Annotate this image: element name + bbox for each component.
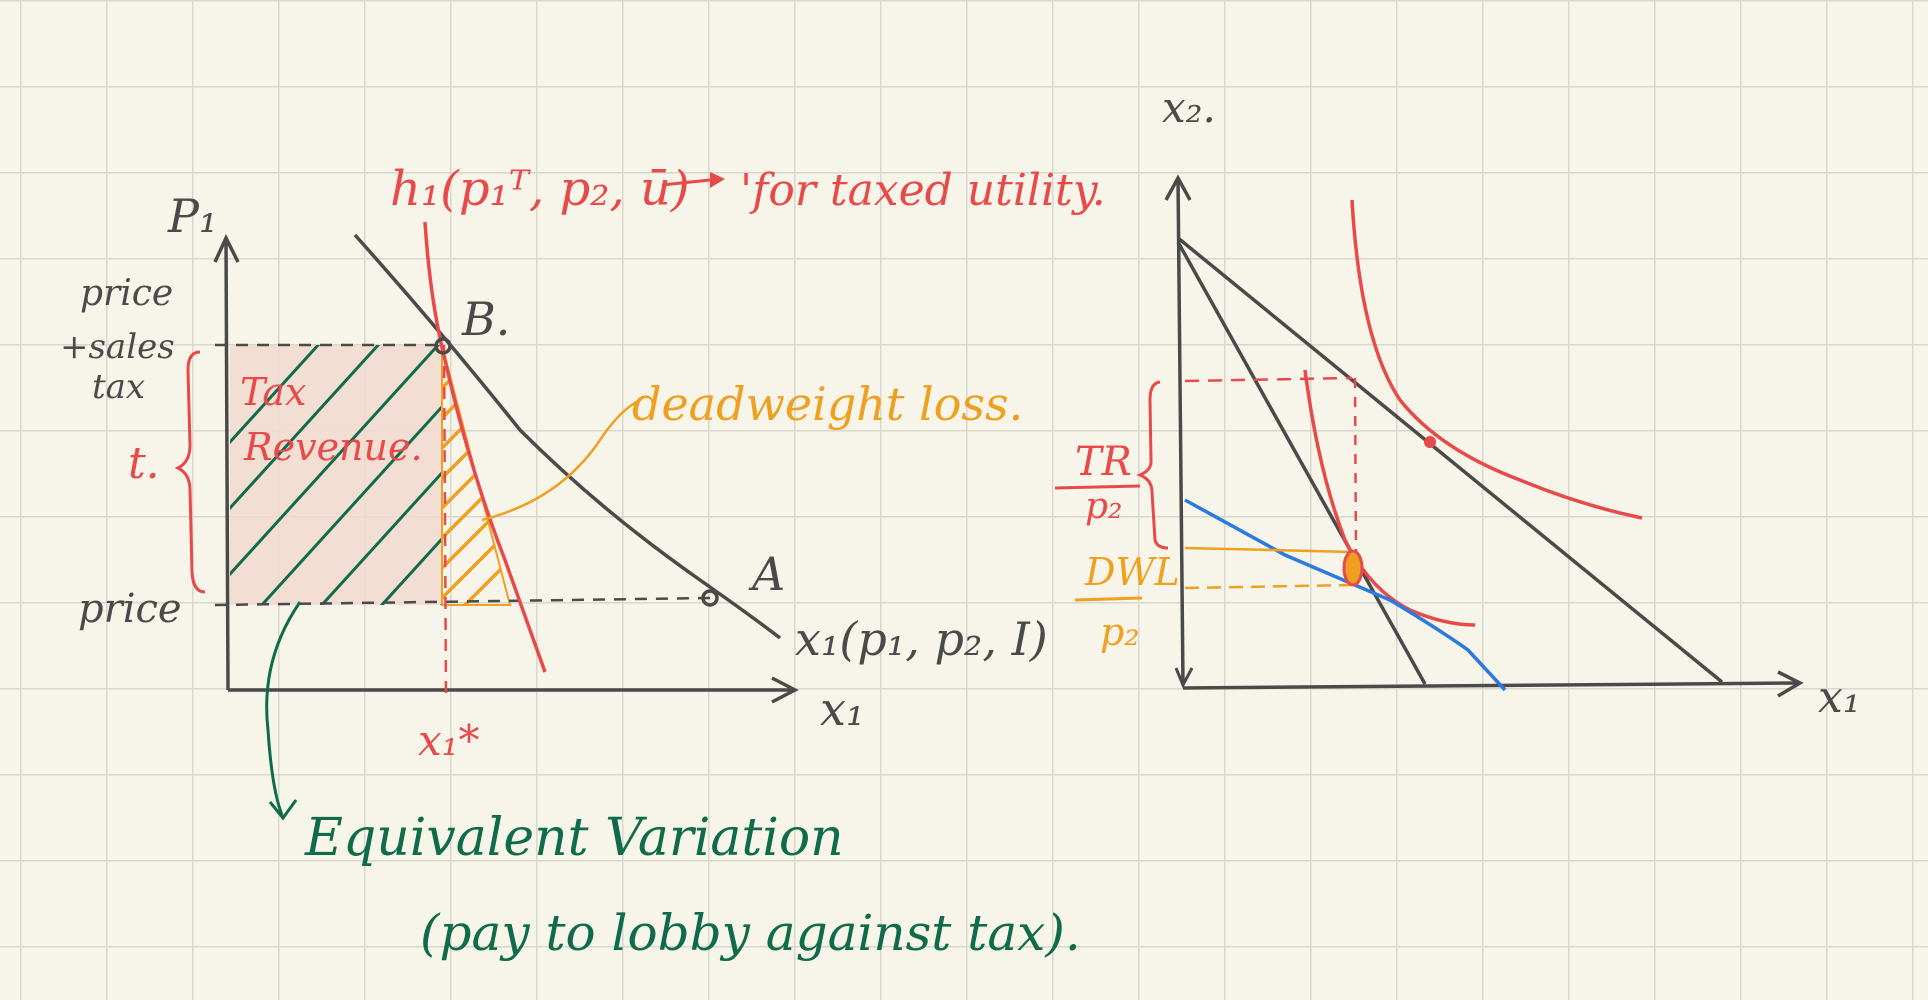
price-tax-label-2: +sales [60,327,175,367]
dwl-label: deadweight loss. [632,377,1023,431]
point-b-label: B. [461,292,510,346]
right-y-axis-label: x₂. [1162,83,1216,132]
ev-hatch [230,345,442,605]
marshallian-demand-curve [353,233,782,640]
tr-dashed-top [1184,376,1353,383]
hicksian-label: h₁(p₁ᵀ, p₂, ū) [390,161,690,217]
tangency-point-original [1424,436,1436,448]
price-tax-label-3: tax [92,367,145,407]
point-a-marker [701,589,719,607]
budget-line-taxed [1176,241,1427,685]
ev-arrow [265,601,302,816]
ev-label: Equivalent Variation [304,808,844,868]
right-y-axis-arrow [1164,174,1192,201]
hicksian-arrow-head [710,172,725,188]
dwl-fraction-bar [1074,596,1143,602]
left-y-axis-arrow [213,233,240,263]
tax-revenue-label-2: Revenue. [243,425,423,469]
indifference-curve-low [1303,369,1476,627]
dwl-denominator: p₂ [1100,610,1140,654]
compensated-budget-line [1184,498,1507,692]
price-tax-label-1: price [80,273,173,314]
tax-bracket [174,350,206,594]
tangency-point-taxed [1342,549,1364,587]
left-diagram: P₁ x₁ price +sales tax price t. Tax Reve… [60,161,1106,962]
tax-revenue-label-1: Tax [240,370,306,414]
dwl-guide-top [1184,546,1353,554]
left-y-axis-label: P₁ [167,189,217,243]
left-x-axis-arrow [771,676,799,704]
tax-revenue-area [230,345,442,605]
hicksian-arrow [661,178,711,187]
tr-bracket [1136,380,1169,550]
tr-dashed-vertical [1353,377,1358,561]
tr-fraction-bar [1054,484,1141,490]
dwl-guide-bottom [1184,583,1353,590]
tax-bracket-label: t. [128,438,160,489]
dwl-connector [481,398,641,522]
hicksian-demand-curve [423,221,547,673]
tr-denominator: p₂ [1085,486,1122,527]
right-x-axis [1182,681,1801,690]
point-b-marker [434,337,452,355]
indifference-curve-high [1350,199,1643,520]
x-star-label: x₁* [418,716,480,765]
ev-arrow-head [268,799,298,821]
left-y-axis [224,237,230,691]
x-star-dashed [442,344,448,701]
right-y-axis-bottom-mark [1174,667,1194,689]
right-x-axis-label: x₁ [1818,672,1860,723]
ev-sub-label: (pay to lobby against tax). [420,904,1081,962]
budget-line-original [1176,236,1724,684]
right-x-axis-arrow [1777,670,1804,698]
price-label: price [78,586,182,632]
marshallian-label: x₁(p₁, p₂, I) [795,612,1048,666]
right-y-axis [1176,177,1185,686]
point-a-label: A [748,547,785,601]
left-x-axis-label: x₁ [820,682,864,736]
tr-numerator: TR [1075,439,1132,485]
hicksian-note: 'for taxed utility. [740,165,1106,216]
dwl-numerator: DWL [1084,550,1180,594]
right-diagram: x₂. x₁ TR p₂ DWL p₂ [1054,83,1860,723]
